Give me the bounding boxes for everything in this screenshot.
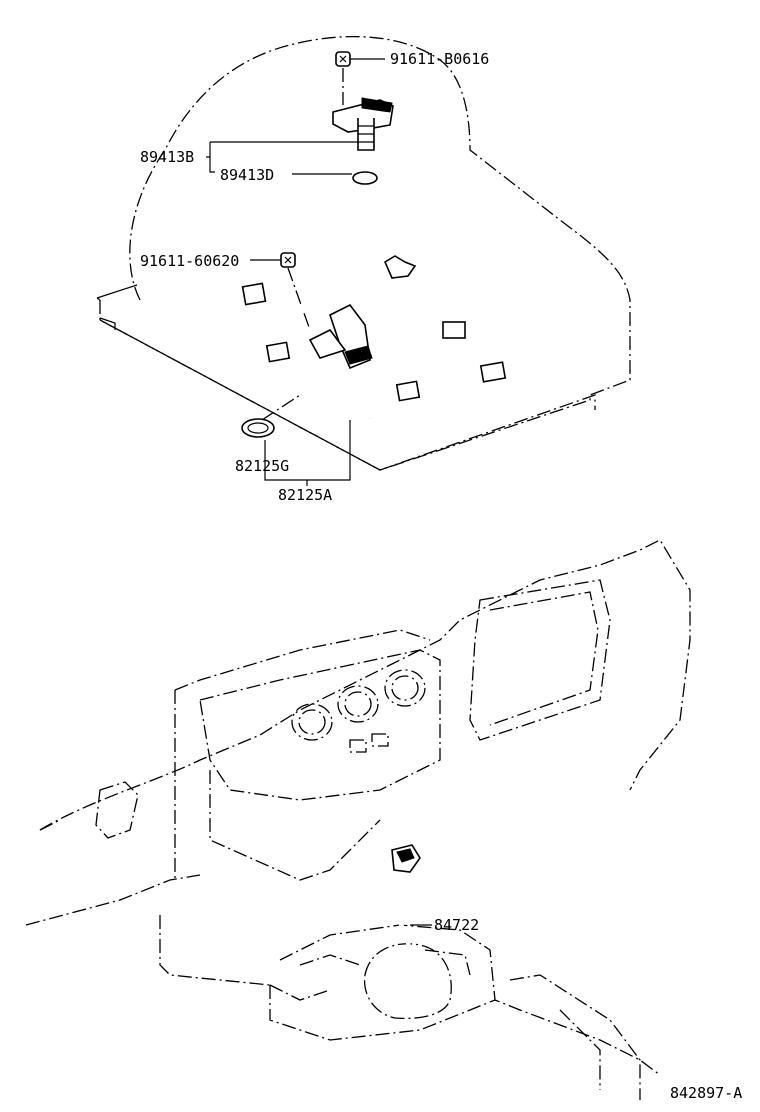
o-ring-large [241, 418, 275, 438]
bolt-mid [250, 252, 311, 331]
center-stack [199, 649, 441, 801]
bracket-b [206, 141, 358, 173]
wire-harness [241, 255, 533, 421]
vents [291, 669, 426, 753]
dashboard-outline [39, 539, 691, 831]
callout-84722: 84722 [434, 916, 479, 934]
callout-89413b: 89413B [140, 148, 194, 166]
callout-91611-60620: 91611-60620 [140, 252, 239, 270]
callout-89413d: 89413D [220, 166, 274, 184]
shifter-boot [363, 943, 452, 1020]
enclosure-outline [99, 35, 631, 471]
upper-assembly [96, 35, 631, 486]
sensor-part [332, 97, 394, 151]
console-outline [279, 924, 661, 1076]
lower-assembly [25, 539, 691, 1100]
diagram-id: 842897-A [670, 1084, 742, 1102]
side-vent [95, 781, 139, 839]
callout-82125g: 82125G [235, 457, 289, 475]
bracket-a [264, 420, 351, 486]
o-ring-small [352, 171, 378, 185]
shift-cable [379, 844, 432, 1010]
callout-91611-b0616: 91611-B0616 [390, 50, 489, 68]
glovebox-outline [469, 579, 611, 741]
base-plate-edge [96, 284, 138, 330]
base-plate [99, 300, 596, 471]
bolt-top [335, 51, 385, 105]
ring-guide [261, 394, 301, 421]
callout-82125a: 82125A [278, 486, 332, 504]
